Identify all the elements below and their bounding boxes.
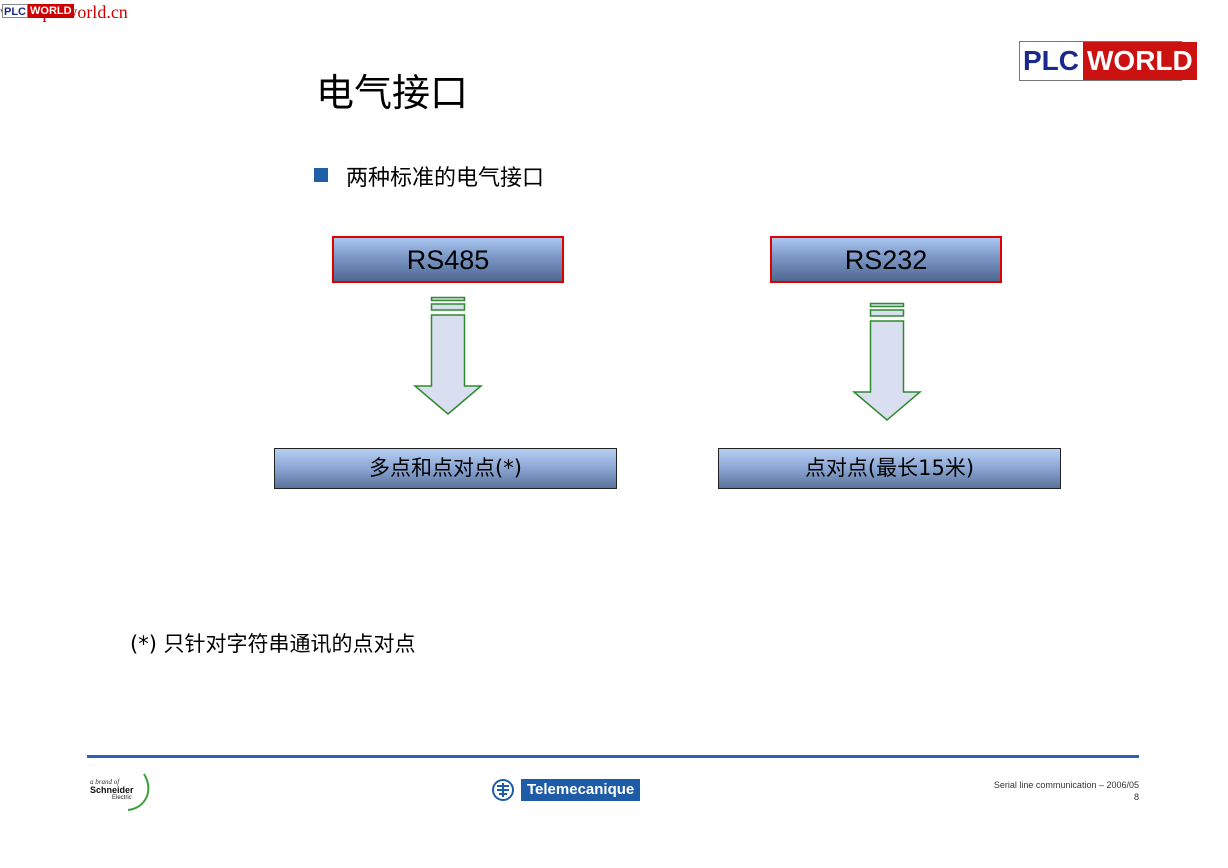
telemecanique-text: Telemecanique bbox=[521, 779, 641, 801]
footer-caption-block: Serial line communication – 2006/05 8 bbox=[994, 779, 1139, 803]
footer-divider bbox=[87, 755, 1139, 758]
down-arrow-left-icon bbox=[412, 296, 484, 415]
slide-title: 电气接口 bbox=[316, 71, 469, 115]
watermark-badge: PLC WORLD bbox=[2, 4, 74, 18]
footer-caption: Serial line communication – 2006/05 bbox=[993, 780, 1139, 790]
schneider-name-text: Schneider bbox=[90, 785, 134, 795]
plcworld-logo: PLC WORLD bbox=[1019, 41, 1197, 81]
logo-plc-text: PLC bbox=[1020, 42, 1083, 80]
schneider-brand-text: a brand of bbox=[90, 778, 120, 786]
rs232-result-box: 点对点(最长15米) bbox=[718, 448, 1061, 489]
telemecanique-logo: Telemecanique bbox=[491, 778, 641, 802]
bullet-square-icon bbox=[314, 168, 328, 182]
schneider-logo: a brand of Schneider Electric bbox=[88, 770, 158, 814]
telemecanique-emblem-icon bbox=[492, 779, 514, 801]
footnote: (*) 只针对字符串通讯的点对点 bbox=[130, 632, 416, 656]
rs485-result-box: 多点和点对点(*) bbox=[274, 448, 617, 489]
bullet-text: 两种标准的电气接口 bbox=[346, 166, 545, 191]
schneider-sub-text: Electric bbox=[112, 795, 132, 801]
watermark-badge-right: WORLD bbox=[28, 4, 74, 18]
watermark-badge-left: PLC bbox=[2, 4, 28, 18]
rs232-box: RS232 bbox=[770, 236, 1002, 283]
rs485-box: RS485 bbox=[332, 236, 564, 283]
schneider-swoosh-icon bbox=[127, 773, 150, 811]
page-number: 8 bbox=[1133, 792, 1139, 802]
logo-world-text: WORLD bbox=[1083, 42, 1197, 80]
down-arrow-right-icon bbox=[851, 302, 923, 421]
